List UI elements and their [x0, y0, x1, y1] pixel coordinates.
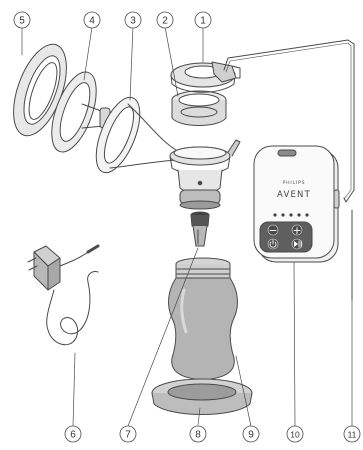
callout-3: 3 — [125, 12, 141, 28]
svg-text:4: 4 — [89, 16, 95, 27]
valve-part — [191, 212, 209, 246]
callout-4: 4 — [84, 12, 100, 28]
svg-text:8: 8 — [195, 430, 201, 441]
svg-text:9: 9 — [248, 430, 254, 441]
svg-text:7: 7 — [125, 430, 131, 441]
callout-5: 5 — [14, 12, 30, 28]
svg-text:5: 5 — [19, 16, 25, 27]
power-adapter-part — [28, 246, 98, 345]
callout-8: 8 — [190, 426, 206, 442]
callout-11: 11 — [344, 426, 360, 442]
plus-glyph: + — [292, 224, 301, 237]
svg-text:3: 3 — [130, 16, 136, 27]
bottle-part — [169, 258, 238, 380]
power-button[interactable] — [268, 239, 278, 249]
brand-large-label: AVENT — [277, 190, 311, 200]
svg-text:1: 1 — [200, 16, 206, 27]
callout-7: 7 — [120, 426, 136, 442]
stand-part — [152, 379, 252, 415]
svg-text:11: 11 — [348, 430, 357, 440]
callout-2: 2 — [157, 12, 173, 28]
callout-1: 1 — [195, 12, 211, 28]
svg-text:6: 6 — [70, 430, 76, 441]
diaphragm-part — [172, 91, 226, 126]
svg-text:10: 10 — [290, 430, 300, 440]
callout-6: 6 — [65, 426, 81, 442]
motor-unit-part: PHILIPS AVENT − + — [254, 146, 339, 262]
mode-button[interactable] — [292, 239, 302, 249]
callout-9: 9 — [243, 426, 259, 442]
svg-text:2: 2 — [162, 16, 168, 27]
callout-10: 10 — [287, 426, 303, 442]
cap-part — [171, 62, 240, 92]
brand-small-label: PHILIPS — [283, 180, 306, 186]
minus-glyph: − — [268, 224, 277, 237]
